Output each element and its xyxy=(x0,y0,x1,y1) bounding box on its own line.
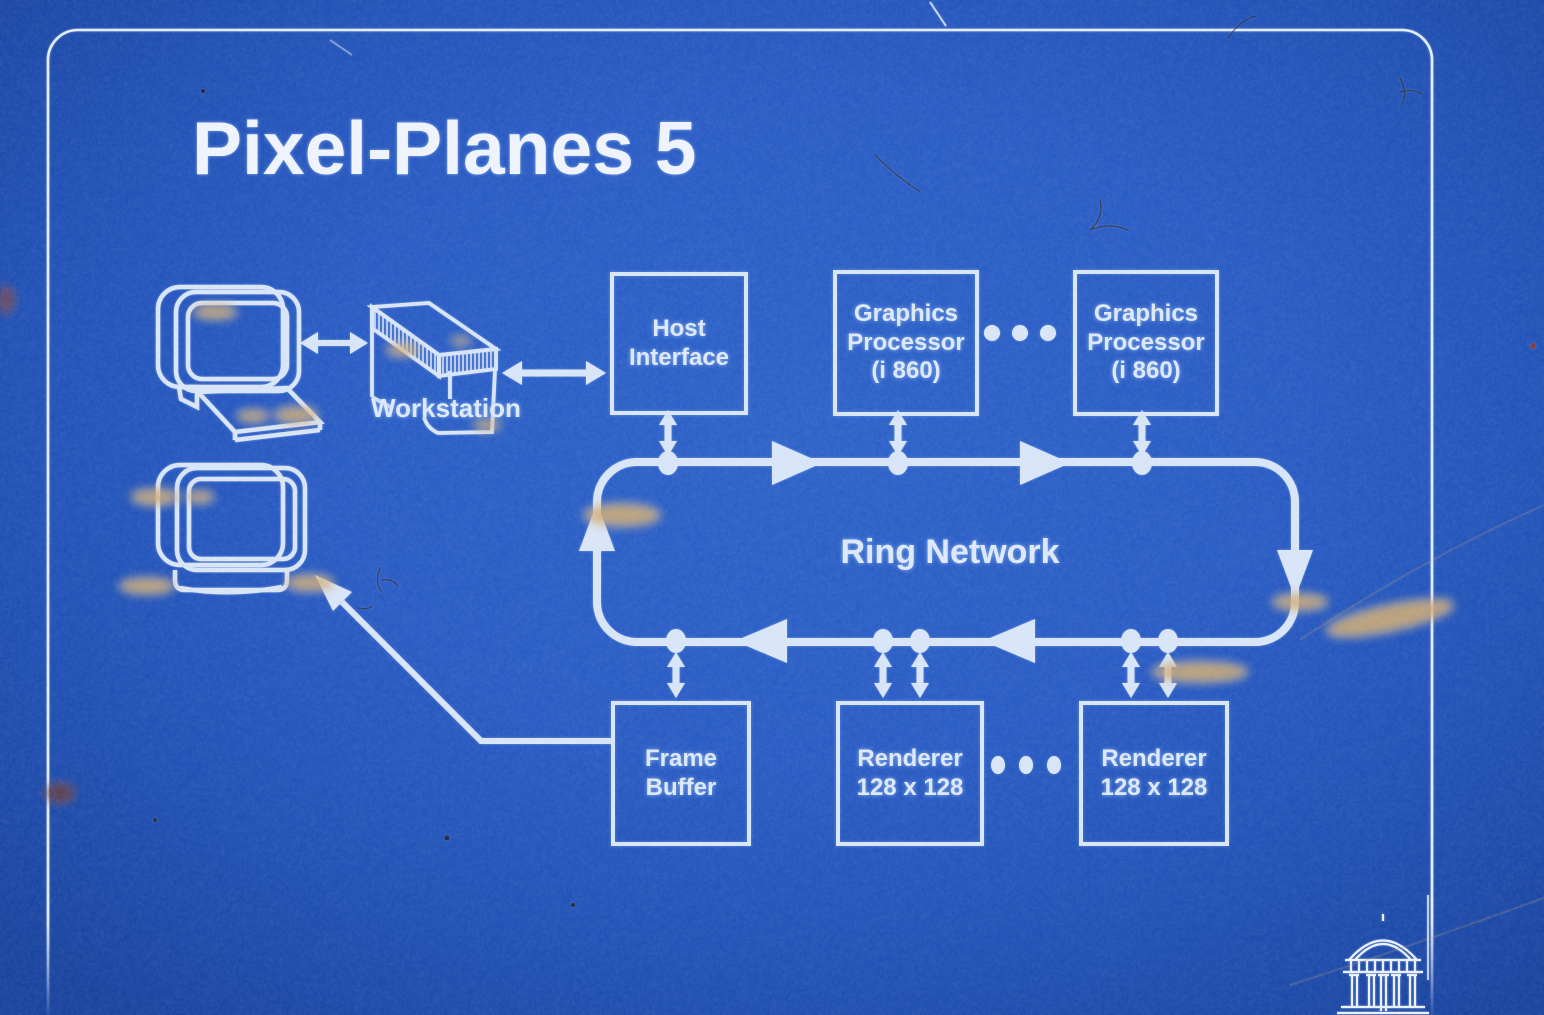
ring-network-label: Ring Network xyxy=(840,533,1060,571)
old-well-icon xyxy=(1337,914,1429,1015)
renderer-2-label: Renderer 128 x 128 xyxy=(1100,745,1208,801)
node-frame-buffer: Frame Buffer xyxy=(611,701,751,846)
framebuffer-monitor-arrow xyxy=(315,575,611,744)
node-graphics-processor-1: Graphics Processor (i 860) xyxy=(833,270,979,416)
node-renderer-2: Renderer 128 x 128 xyxy=(1079,701,1229,846)
graphics-processor-1-label: Graphics Processor (i 860) xyxy=(847,300,965,385)
host-interface-label: Host Interface xyxy=(628,315,730,371)
node-graphics-processor-2: Graphics Processor (i 860) xyxy=(1073,270,1219,416)
slide-title: Pixel-Planes 5 xyxy=(192,106,697,191)
node-host-interface: Host Interface xyxy=(610,272,748,415)
renderer-1-label: Renderer 128 x 128 xyxy=(856,745,964,801)
frame-buffer-label: Frame Buffer xyxy=(644,745,718,801)
node-renderer-1: Renderer 128 x 128 xyxy=(836,701,984,846)
graphics-processor-2-label: Graphics Processor (i 860) xyxy=(1087,300,1205,385)
monitor-icon-2 xyxy=(155,462,308,595)
workstation-label: Workstation xyxy=(371,393,521,423)
